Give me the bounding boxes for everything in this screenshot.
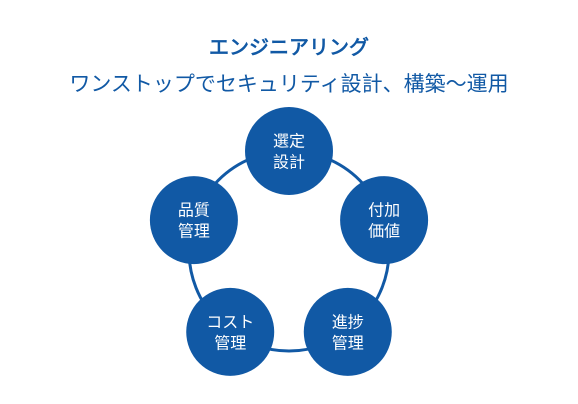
cycle-node-label: 選定 <box>273 132 305 151</box>
cycle-node-label: 管理 <box>178 222 210 241</box>
cycle-node-label: コスト <box>206 312 254 331</box>
cycle-node-label: 管理 <box>214 333 246 352</box>
cycle-node-label: 付加 <box>368 201 400 220</box>
cycle-node-circle <box>340 176 429 265</box>
diagram-subtitle: ワンストップでセキュリティ設計、構築～運用 <box>69 72 509 96</box>
cycle-node-label: 価値 <box>368 222 400 241</box>
cycle-node-label: 進捗 <box>332 312 364 331</box>
cycle-node-label: 品質 <box>178 201 210 220</box>
cycle-node-circle <box>303 287 392 376</box>
diagram-title: エンジニアリング <box>209 35 369 59</box>
cycle-node-circle <box>245 107 333 195</box>
cycle-node-circle <box>149 176 238 265</box>
cycle-node-label: 設計 <box>273 153 305 172</box>
cycle-node-circle <box>186 287 275 376</box>
cycle-node-label: 管理 <box>332 333 364 352</box>
